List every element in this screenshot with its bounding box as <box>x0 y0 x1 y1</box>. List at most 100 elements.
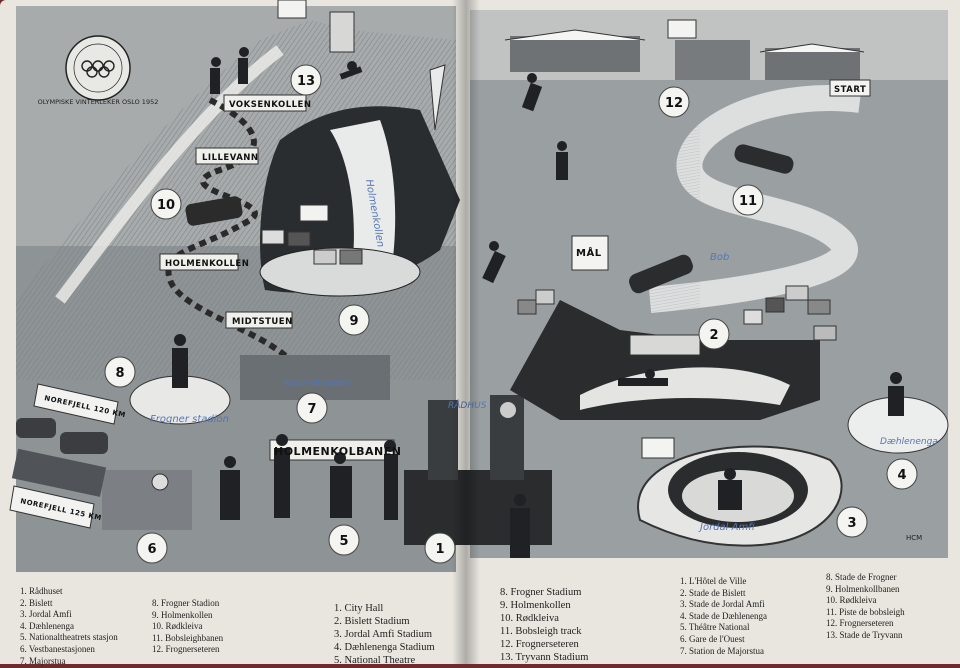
handwritten-bob: Bob <box>710 252 729 263</box>
venue-marker-1: 1 <box>424 532 456 564</box>
legend-item: 11. Bobsleighbanen <box>152 632 224 643</box>
svg-text:12: 12 <box>665 96 683 111</box>
legend-item: 3. Jordal Amfi Stadium <box>334 629 432 640</box>
svg-text:7: 7 <box>307 402 316 417</box>
legend-item: 5. National Theatre <box>334 655 416 666</box>
handwritten-radhus: RÅDHUS <box>448 399 487 411</box>
train <box>11 448 107 497</box>
emblem-text: OLYMPISKE VINTERLEKER OSLO 1952 <box>38 98 159 106</box>
legend-item: 3. Stade de Jordal Amfi <box>680 599 765 610</box>
legend-norwegian-a: 1. Rådhuset 2. Bislett 3. Jordal Amfi 4.… <box>20 586 118 667</box>
venue-marker-5: 5 <box>328 524 360 556</box>
legend-item: 13. Tryvann Stadium <box>500 652 589 663</box>
legend-item: 11. Piste de bobsleigh <box>826 606 905 617</box>
flags-bislett <box>517 285 837 341</box>
svg-text:2: 2 <box>709 328 718 343</box>
artist-signature: HCM <box>906 534 922 542</box>
olympic-emblem <box>65 35 131 101</box>
legend-item: 4. Stade de Dæhlenenga <box>680 610 767 621</box>
legend-item: 1. L'Hôtel de Ville <box>680 576 747 586</box>
legend-item: 10. Rødkleiva <box>826 595 877 606</box>
svg-text:4: 4 <box>897 468 906 483</box>
handwritten-nationaltheatret: Nationaltheatret <box>284 378 351 387</box>
legend-item: 6. Gare de l'Ouest <box>680 633 745 644</box>
handwritten-jordal: Jordal Amfi <box>698 522 755 533</box>
legend-english-a: 1. City Hall 2. Bislett Stadium 3. Jorda… <box>334 602 435 667</box>
label-midtstuen: MIDTSTUEN <box>232 317 293 327</box>
handwritten-daehlenenga: Dæhlenenga <box>880 437 938 447</box>
svg-text:13: 13 <box>297 74 315 89</box>
label-lillevann: LILLEVANN <box>202 153 259 163</box>
vestbanen-building <box>102 470 192 530</box>
venue-marker-11: 11 <box>732 184 764 216</box>
legend-item: 7. Station de Majorstua <box>680 645 764 656</box>
legend-item: 4. Dæhlenenga <box>20 620 74 631</box>
bobsleigh-1 <box>734 144 794 174</box>
legend-item: 10. Rødkleiva <box>500 613 559 624</box>
car-1 <box>16 418 56 438</box>
svg-text:6: 6 <box>147 542 156 557</box>
skiers <box>172 47 904 558</box>
legend-item: 8. Frogner Stadium <box>500 587 582 598</box>
legend-english-b: 8. Frogner Stadium 9. Holmenkollen 10. R… <box>500 586 588 664</box>
legend-item: 8. Stade de Frogner <box>826 572 897 582</box>
label-start: START <box>834 85 866 95</box>
legend-french-a: 1. L'Hôtel de Ville 2. Stade de Bislett … <box>680 576 767 657</box>
svg-text:9: 9 <box>349 314 358 329</box>
mal-sign <box>571 235 609 271</box>
legend-item: 5. Théâtre National <box>680 622 750 633</box>
handwritten-frogner: Frogner stadion <box>150 414 229 425</box>
svg-text:11: 11 <box>739 194 757 209</box>
legend-item: 12. Frognerseteren <box>152 644 220 655</box>
label-voksenkollen: VOKSENKOLLEN <box>229 100 311 110</box>
legend-item: 9. Holmenkollen <box>500 600 571 611</box>
venue-marker-13: 13 <box>290 64 322 96</box>
legend-item: 6. Vestbanestasjonen <box>20 643 95 654</box>
arrow-norefjell-125 <box>9 485 95 529</box>
venue-marker-9: 9 <box>338 304 370 336</box>
legend-french-b: 8. Stade de Frogner 9. Holmenkollbanen 1… <box>826 572 905 642</box>
arrow-norefjell-120 <box>33 383 119 425</box>
flags-holmenkollen <box>261 204 363 265</box>
venue-marker-3: 3 <box>836 506 868 538</box>
svg-text:8: 8 <box>115 366 124 381</box>
label-voksenkollen-box <box>223 94 307 112</box>
legend-item: 4. Dæhlenenga Stadium <box>334 642 435 653</box>
svg-text:5: 5 <box>339 534 348 549</box>
tram <box>185 196 243 226</box>
legend-item: 9. Holmenkollen <box>152 609 213 620</box>
legend-item: 1. City Hall <box>334 603 384 614</box>
legend-item: 2. Stade de Bislett <box>680 587 746 598</box>
legend-item: 7. Majorstua <box>20 655 66 666</box>
label-holmenkolbanen: HOLMENKOLBANEN <box>274 445 401 458</box>
venue-marker-12: 12 <box>658 86 690 118</box>
legend-item: 11. Bobsleigh track <box>500 626 582 637</box>
legend-item: 12. Frognerseteren <box>500 639 579 650</box>
legend-item: 1. Rådhuset <box>20 586 63 596</box>
legend-item: 3. Jordal Amfi <box>20 609 72 620</box>
legend-item: 8. Frogner Stadion <box>152 598 220 608</box>
venue-marker-4: 4 <box>886 458 918 490</box>
legend-item: 10. Rødkleiva <box>152 621 203 632</box>
venue-marker-10: 10 <box>150 188 182 220</box>
frognerseteren-building <box>510 36 640 72</box>
venue-marker-7: 7 <box>296 392 328 424</box>
legend-item: 12. Frognerseteren <box>826 618 894 629</box>
label-holmenkollen: HOLMENKOLLEN <box>165 259 249 269</box>
svg-text:1: 1 <box>435 542 444 557</box>
legend-item: 2. Bislett Stadium <box>334 616 410 627</box>
svg-text:10: 10 <box>157 198 175 213</box>
venue-marker-6: 6 <box>136 532 168 564</box>
venue-marker-2: 2 <box>698 318 730 350</box>
legend-item: 13. Stade de Tryvann <box>826 629 903 640</box>
legend-item: 9. Holmenkollbanen <box>826 583 900 594</box>
svg-text:3: 3 <box>847 516 856 531</box>
car-2 <box>60 432 108 454</box>
legend-item: 5. Nationaltheatrets stasjon <box>20 632 118 643</box>
nationaltheatret-building <box>240 355 390 400</box>
bobsleigh-2 <box>629 254 693 294</box>
venue-marker-8: 8 <box>104 356 136 388</box>
label-mal: MÅL <box>576 246 602 259</box>
